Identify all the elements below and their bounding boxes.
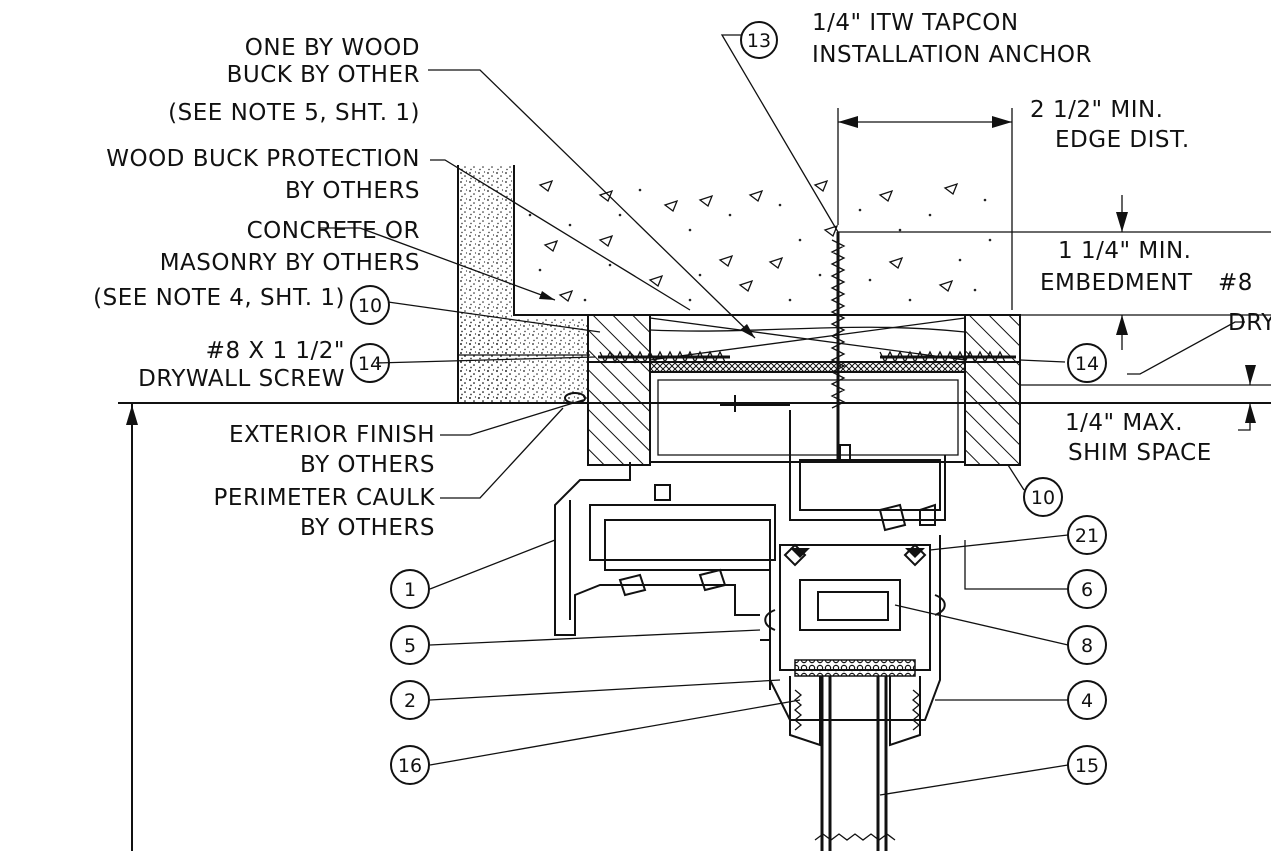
callout-8: 8 (1067, 625, 1107, 665)
callout-14-left: 14 (350, 343, 390, 383)
callout-1: 1 (390, 569, 430, 609)
label-exterior-finish-2: BY OTHERS (300, 452, 435, 478)
svg-text:16: 16 (398, 755, 422, 777)
callout-10-left: 10 (350, 285, 390, 325)
wood-buck (587, 314, 1021, 363)
svg-text:14: 14 (358, 353, 382, 375)
label-shim-1: 1/4" MAX. (1065, 410, 1183, 436)
tapcon-anchor (830, 232, 846, 460)
label-one-by-wood-2: BUCK BY OTHER (227, 62, 420, 88)
label-concrete-3: (SEE NOTE 4, SHT. 1) (93, 285, 345, 311)
callout-5: 5 (390, 625, 430, 665)
dimension-shim-space (1020, 365, 1271, 431)
label-edge-dist-1: 2 1/2" MIN. (1030, 97, 1164, 123)
callout-14-right: 14 (1067, 343, 1107, 383)
svg-text:2: 2 (404, 690, 416, 712)
label-screw-left-2: DRYWALL SCREW (138, 366, 345, 392)
svg-text:5: 5 (404, 635, 416, 657)
label-wood-buck-protection-1: WOOD BUCK PROTECTION (106, 146, 420, 172)
svg-text:21: 21 (1075, 525, 1099, 547)
label-concrete-1: CONCRETE OR (247, 218, 420, 244)
svg-text:13: 13 (747, 30, 771, 52)
callout-6: 6 (1067, 569, 1107, 609)
label-one-by-wood-3: (SEE NOTE 5, SHT. 1) (168, 100, 420, 126)
label-tapcon-2: INSTALLATION ANCHOR (812, 42, 1092, 68)
leader-lines (320, 34, 1245, 796)
svg-text:15: 15 (1075, 755, 1099, 777)
label-tapcon-1: 1/4" ITW TAPCON (812, 10, 1019, 36)
svg-text:6: 6 (1081, 579, 1093, 601)
svg-text:8: 8 (1081, 635, 1093, 657)
label-edge-dist-2: EDGE DIST. (1055, 127, 1190, 153)
drywall-screw-right (879, 350, 1016, 364)
callout-10-right: 10 (1023, 477, 1063, 517)
subframe-hatched (587, 314, 1021, 466)
callout-4: 4 (1067, 680, 1107, 720)
dimension-edge-distance (837, 108, 1013, 310)
callout-13: 13 (740, 21, 778, 59)
label-exterior-finish-1: EXTERIOR FINISH (229, 422, 435, 448)
reference-lines (118, 402, 1271, 851)
label-one-by-wood-1: ONE BY WOOD (245, 35, 420, 61)
concrete-aggregate (528, 179, 992, 303)
label-screw-right-1: #8 (1218, 270, 1253, 296)
masonry-wall (457, 165, 992, 404)
svg-text:10: 10 (1031, 487, 1055, 509)
label-shim-2: SHIM SPACE (1068, 440, 1212, 466)
label-perimeter-caulk-1: PERIMETER CAULK (214, 485, 436, 511)
label-screw-left-1: #8 X 1 1/2" (206, 338, 345, 364)
callout-16: 16 (390, 745, 430, 785)
callout-2: 2 (390, 680, 430, 720)
svg-text:4: 4 (1081, 690, 1093, 712)
sash-and-glazing (760, 535, 946, 851)
callout-15: 15 (1067, 745, 1107, 785)
label-wood-buck-protection-2: BY OTHERS (285, 178, 420, 204)
callout-21: 21 (1067, 515, 1107, 555)
svg-text:14: 14 (1075, 353, 1099, 375)
label-concrete-2: MASONRY BY OTHERS (160, 250, 420, 276)
label-screw-right-2: DRY (1228, 310, 1271, 336)
svg-text:1: 1 (404, 579, 416, 601)
svg-text:10: 10 (358, 295, 382, 317)
dimension-embedment (838, 195, 1271, 350)
label-embedment-1: 1 1/4" MIN. (1058, 238, 1192, 264)
label-embedment-2: EMBEDMENT (1040, 270, 1193, 296)
window-frame-extrusion (554, 371, 966, 636)
label-perimeter-caulk-2: BY OTHERS (300, 515, 435, 541)
drywall-screw-left (598, 350, 730, 364)
